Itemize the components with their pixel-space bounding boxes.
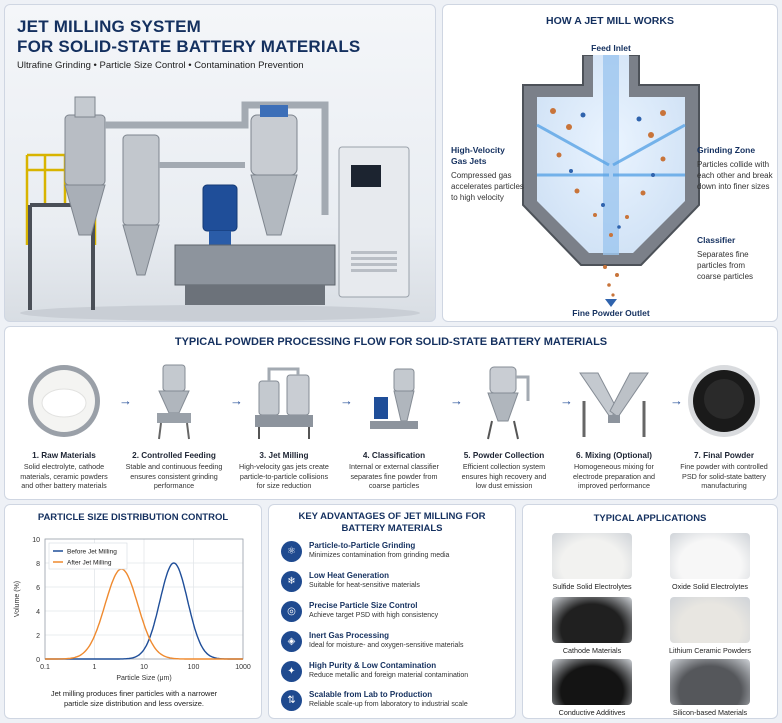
- black-powder-icon: [688, 365, 760, 437]
- fine-powder-outlet-label: Fine Powder Outlet: [572, 308, 650, 318]
- application-item: Cathode Materials: [537, 597, 647, 655]
- flow-arrow: →: [230, 393, 243, 408]
- application-item: Sulfide Solid Electrolytes: [537, 533, 647, 591]
- y-tick-label: 6: [36, 585, 40, 592]
- powder-sample-image: [670, 597, 750, 643]
- how-jet-mill-works-panel: HOW A JET MILL WORKS Feed Inlet: [442, 4, 778, 322]
- legend-label: Before Jet Milling: [67, 549, 117, 556]
- powder-sample-image: [552, 597, 632, 643]
- hero-subtitle: Ultrafine Grinding • Particle Size Contr…: [17, 60, 304, 71]
- feed-inlet-label: Feed Inlet: [591, 43, 631, 53]
- legend-label: After Jet Milling: [67, 560, 112, 567]
- flow-arrow: →: [119, 393, 132, 408]
- y-tick-label: 8: [36, 561, 40, 568]
- series-line: [45, 568, 243, 660]
- powder-bowl-icon: [28, 365, 100, 437]
- jet-mill-icon: [255, 367, 313, 439]
- plot-frame: [44, 538, 244, 660]
- jet-mill-machine-illustration: [20, 96, 420, 321]
- applications-title: TYPICAL APPLICATIONS: [593, 513, 707, 524]
- flow-arrow: →: [560, 393, 573, 408]
- flow-step-mixing: 6. Mixing (Optional) Homogeneous mixing …: [563, 355, 665, 491]
- x-tick-label: 100: [188, 664, 200, 671]
- series-line: [45, 562, 243, 660]
- x-tick-label: 1: [93, 664, 97, 671]
- processing-flow-panel: TYPICAL POWDER PROCESSING FLOW FOR SOLID…: [4, 326, 778, 500]
- application-item: Lithium Ceramic Powders: [655, 597, 765, 655]
- y-axis-label: Volume (%): [14, 581, 21, 617]
- collector-icon: [487, 366, 530, 440]
- powder-sample-image: [670, 533, 750, 579]
- particles: [550, 108, 666, 237]
- application-item: Silicon-based Materials: [655, 659, 765, 717]
- x-tick-label: 1000: [235, 664, 251, 671]
- target-icon: ◎: [281, 601, 302, 622]
- x-tick-label: 10: [140, 664, 148, 671]
- flow-arrow: →: [670, 393, 683, 408]
- powder-sample-image: [552, 533, 632, 579]
- flow-step-jet-milling: 3. Jet Milling High-velocity gas jets cr…: [233, 355, 335, 491]
- v-mixer-icon: [579, 372, 649, 437]
- flow-step-controlled-feeding: 2. Controlled Feeding Stable and continu…: [123, 355, 225, 491]
- scale-up-icon: ⇅: [281, 690, 302, 711]
- snowflake-icon: ❄: [281, 571, 302, 592]
- how-title: HOW A JET MILL WORKS: [546, 15, 674, 27]
- flow-arrow: →: [450, 393, 463, 408]
- application-item: Oxide Solid Electrolytes: [655, 533, 765, 591]
- gas-icon: ◈: [281, 631, 302, 652]
- psd-title: PARTICLE SIZE DISTRIBUTION CONTROL: [37, 512, 229, 523]
- flow-step-classification: 4. Classification Internal or external c…: [343, 355, 445, 491]
- y-tick-label: 10: [32, 537, 40, 544]
- sparkle-icon: ✦: [281, 661, 302, 682]
- y-tick-label: 4: [36, 609, 40, 616]
- y-tick-label: 2: [36, 633, 40, 640]
- flow-step-raw-materials: 1. Raw Materials Solid electrolyte, cath…: [13, 355, 115, 491]
- powder-sample-image: [670, 659, 750, 705]
- powder-sample-image: [552, 659, 632, 705]
- atom-icon: ⚛: [281, 541, 302, 562]
- application-item: Conductive Additives: [537, 659, 647, 717]
- feeder-icon: [157, 364, 191, 440]
- flow-title: TYPICAL POWDER PROCESSING FLOW FOR SOLID…: [174, 336, 608, 348]
- legend-box: [48, 542, 128, 570]
- typical-applications-panel: TYPICAL APPLICATIONS Sulfide Solid Elect…: [522, 504, 778, 719]
- flow-step-final-powder: 7. Final Powder Fine powder with control…: [673, 355, 775, 491]
- x-axis-label: Particle Size (μm): [116, 675, 171, 682]
- x-tick-label: 0.1: [40, 664, 50, 671]
- jet-mill-cross-section: [522, 55, 700, 307]
- psd-note: Jet milling produces finer particles wit…: [50, 689, 218, 708]
- psd-panel: PARTICLE SIZE DISTRIBUTION CONTROL 0 2 4 6 8…: [4, 504, 262, 719]
- flow-arrow: →: [340, 393, 353, 408]
- cyclone-classifier-icon: [370, 368, 418, 429]
- y-tick-label: 0: [36, 657, 40, 664]
- flow-step-powder-collection: 5. Powder Collection Efficient collectio…: [453, 355, 555, 491]
